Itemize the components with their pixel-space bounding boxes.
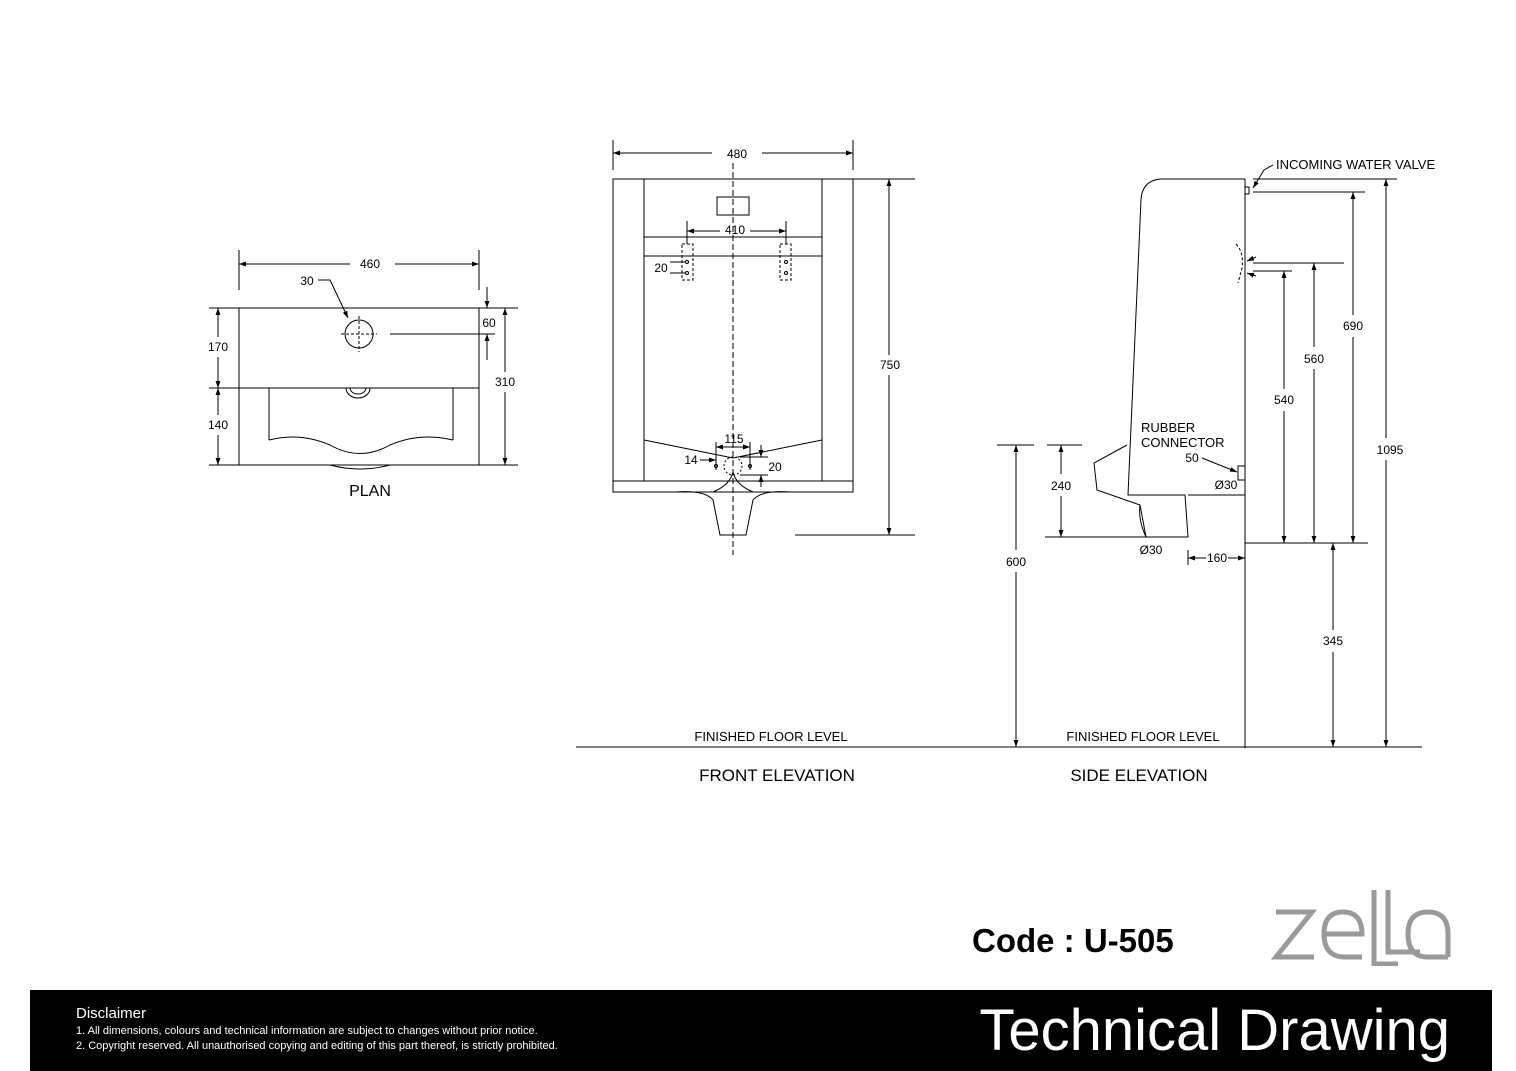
plan-title: PLAN bbox=[349, 483, 391, 500]
front-bracket-size-dim: 20 bbox=[654, 261, 668, 275]
plan-view bbox=[209, 250, 518, 470]
front-elevation bbox=[612, 140, 915, 555]
side-560-dim: 560 bbox=[1304, 352, 1324, 366]
plan-outline bbox=[238, 307, 480, 466]
side-elevation bbox=[576, 164, 1422, 748]
front-labels: 480 410 20 750 115 14 20 FINISHED FLOOR … bbox=[654, 147, 900, 785]
rubber-connector-label-1: RUBBER bbox=[1141, 420, 1195, 435]
front-outlet-left-dim: 14 bbox=[684, 453, 698, 467]
plan-width-dim: 460 bbox=[360, 257, 380, 271]
technical-drawing-title: Technical Drawing bbox=[979, 998, 1450, 1063]
disclaimer-line-1: 1. All dimensions, colours and technical… bbox=[76, 1025, 538, 1037]
plan-upper-depth-dim: 170 bbox=[208, 340, 228, 354]
front-floor-label: FINISHED FLOOR LEVEL bbox=[694, 729, 847, 744]
side-outline bbox=[1093, 178, 1245, 538]
plan-hole-dim: 30 bbox=[300, 274, 314, 288]
front-title: FRONT ELEVATION bbox=[699, 766, 855, 785]
footer-bar: Disclaimer 1. All dimensions, colours an… bbox=[30, 990, 1492, 1071]
rubber-connector-label-2: CONNECTOR bbox=[1141, 435, 1225, 450]
front-outlet-height-dim: 20 bbox=[768, 460, 782, 474]
side-outlet-dia-dim: Ø30 bbox=[1215, 478, 1238, 492]
incoming-water-valve-label: INCOMING WATER VALVE bbox=[1276, 157, 1435, 172]
front-bracket-spacing-dim: 410 bbox=[725, 223, 745, 237]
side-540-dim: 540 bbox=[1274, 393, 1294, 407]
side-690-dim: 690 bbox=[1343, 319, 1363, 333]
plan-lower-depth-dim: 140 bbox=[208, 418, 228, 432]
plan-labels: 460 30 60 170 140 310 PLAN bbox=[208, 257, 515, 500]
brand-logo bbox=[1270, 890, 1451, 966]
side-labels: INCOMING WATER VALVE 690 560 540 1095 34… bbox=[1006, 157, 1435, 785]
side-title: SIDE ELEVATION bbox=[1070, 766, 1207, 785]
plan-hole-offset-dim: 60 bbox=[482, 316, 496, 330]
side-connector-offset-dim: 50 bbox=[1185, 451, 1199, 465]
side-1095-dim: 1095 bbox=[1377, 443, 1404, 457]
side-345-dim: 345 bbox=[1323, 634, 1343, 648]
disclaimer-title: Disclaimer bbox=[76, 1005, 147, 1022]
side-rim-height-dim: 600 bbox=[1006, 555, 1026, 569]
front-outlet-width-dim: 115 bbox=[724, 432, 743, 446]
product-code: Code : U-505 bbox=[972, 922, 1174, 959]
side-floor-label: FINISHED FLOOR LEVEL bbox=[1066, 729, 1219, 744]
plan-total-depth-dim: 310 bbox=[495, 375, 515, 389]
side-bottom-dia-dim: Ø30 bbox=[1140, 543, 1163, 557]
side-lip-height-dim: 240 bbox=[1051, 479, 1071, 493]
front-height-dim: 750 bbox=[880, 358, 900, 372]
side-wall-offset-dim: 160 bbox=[1207, 551, 1227, 565]
disclaimer-line-2: 2. Copyright reserved. All unauthorised … bbox=[76, 1040, 558, 1052]
front-width-dim: 480 bbox=[727, 147, 747, 161]
